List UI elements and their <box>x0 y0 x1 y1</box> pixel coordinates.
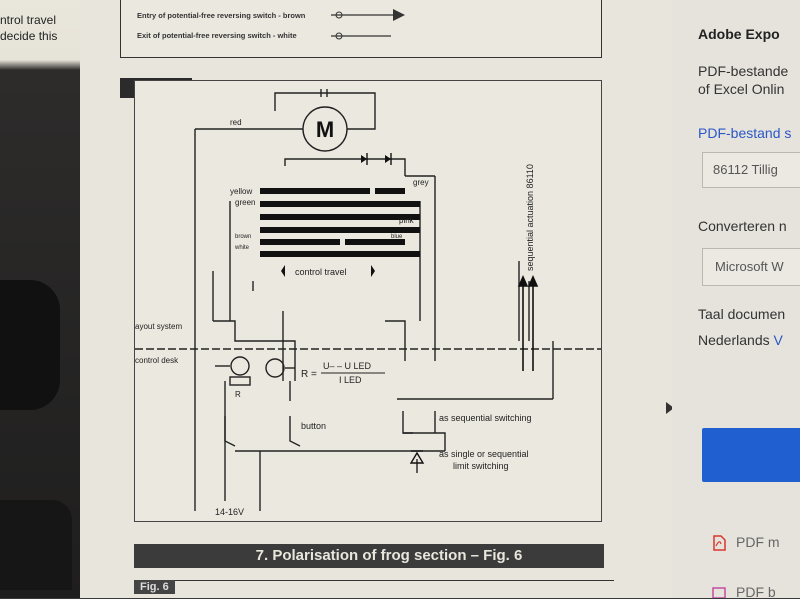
panel-title: Adobe Expo <box>698 26 780 42</box>
left-dark-object-2 <box>0 500 72 590</box>
left-text-line-2: decide this <box>0 29 58 43</box>
layout-system-label: ayout system <box>135 322 182 331</box>
limit-switching-label: limit switching <box>453 461 509 471</box>
left-dark-object <box>0 280 60 410</box>
button-label: button <box>301 421 326 431</box>
brown-wire-label: brown <box>235 234 251 240</box>
grey-wire-label: grey <box>413 178 429 187</box>
pdf-menu-item-2[interactable]: PDF b <box>712 584 776 598</box>
section-header: 7. Polarisation of frog section – Fig. 6 <box>134 544 604 568</box>
white-wire-label: white <box>234 245 250 251</box>
single-or-sequential-label: as single or sequential <box>439 449 529 459</box>
formula-denominator: I LED <box>339 375 362 385</box>
control-travel-label: control travel <box>295 267 347 277</box>
wiring-diagram: M red yellow green brown white grey pink… <box>134 80 602 522</box>
convert-button[interactable] <box>702 428 800 482</box>
change-language-link[interactable]: V <box>773 332 783 348</box>
motor-label: M <box>316 117 334 142</box>
pdf-menu-item-2-label: PDF b <box>736 584 776 598</box>
blue-wire-label: blue <box>391 234 403 240</box>
formula-lhs: R = <box>301 369 317 380</box>
sequential-switching-label: as sequential switching <box>439 413 532 423</box>
green-wire-label: green <box>235 198 255 207</box>
pink-wire-label: pink <box>399 216 415 225</box>
yellow-wire-label: yellow <box>230 187 252 196</box>
voltage-label: 14-16V <box>215 507 244 517</box>
formula-numerator: U– – U LED <box>323 361 372 371</box>
pdf-menu-item-1-label: PDF m <box>736 534 780 550</box>
next-figure-label: Fig. 6 <box>134 580 614 599</box>
wiring-diagram-svg: M red yellow green brown white grey pink… <box>135 89 601 517</box>
panel-description: PDF-bestande of Excel Onlin <box>698 62 788 98</box>
collapse-panel-arrow-icon[interactable] <box>666 402 674 414</box>
left-window-text: ntrol travel decide this <box>0 12 78 44</box>
legend-exit-label: Exit of potential-free reversing switch … <box>137 31 297 40</box>
pdf-menu-item-1[interactable]: PDF m <box>712 534 780 552</box>
document-language-value: Nederlands V <box>698 332 783 348</box>
panel-description-line-2: of Excel Onlin <box>698 81 785 97</box>
file-name-field[interactable]: 86112 Tillig <box>702 152 800 188</box>
language-value: Nederlands <box>698 332 770 348</box>
resistor-label: R <box>235 390 241 399</box>
red-wire-label: red <box>230 118 242 127</box>
adobe-export-panel: Adobe Expo PDF-bestande of Excel Onlin P… <box>672 0 800 598</box>
legend-arrow-icons <box>331 9 405 40</box>
left-text-line-1: ntrol travel <box>0 13 57 27</box>
left-window-strip: ntrol travel decide this <box>0 0 80 598</box>
next-figure-tab: Fig. 6 <box>134 580 175 594</box>
pdf-file-icon <box>712 535 726 552</box>
pdf-edit-icon <box>712 585 726 598</box>
pdf-file-link[interactable]: PDF-bestand s <box>698 125 792 141</box>
document-language-label: Taal documen <box>698 306 786 322</box>
convert-label: Converteren n <box>698 218 787 234</box>
legend-entry-label: Entry of potential-free reversing switch… <box>137 11 306 20</box>
convert-format-select[interactable]: Microsoft W <box>702 248 800 286</box>
legend-box: Entry of potential-free reversing switch… <box>120 0 602 58</box>
control-desk-label: control desk <box>135 356 179 365</box>
pdf-document-page: Entry of potential-free reversing switch… <box>80 0 672 598</box>
panel-description-line-1: PDF-bestande <box>698 63 789 79</box>
sequential-actuation-label: sequential actuation 86110 <box>525 164 535 271</box>
